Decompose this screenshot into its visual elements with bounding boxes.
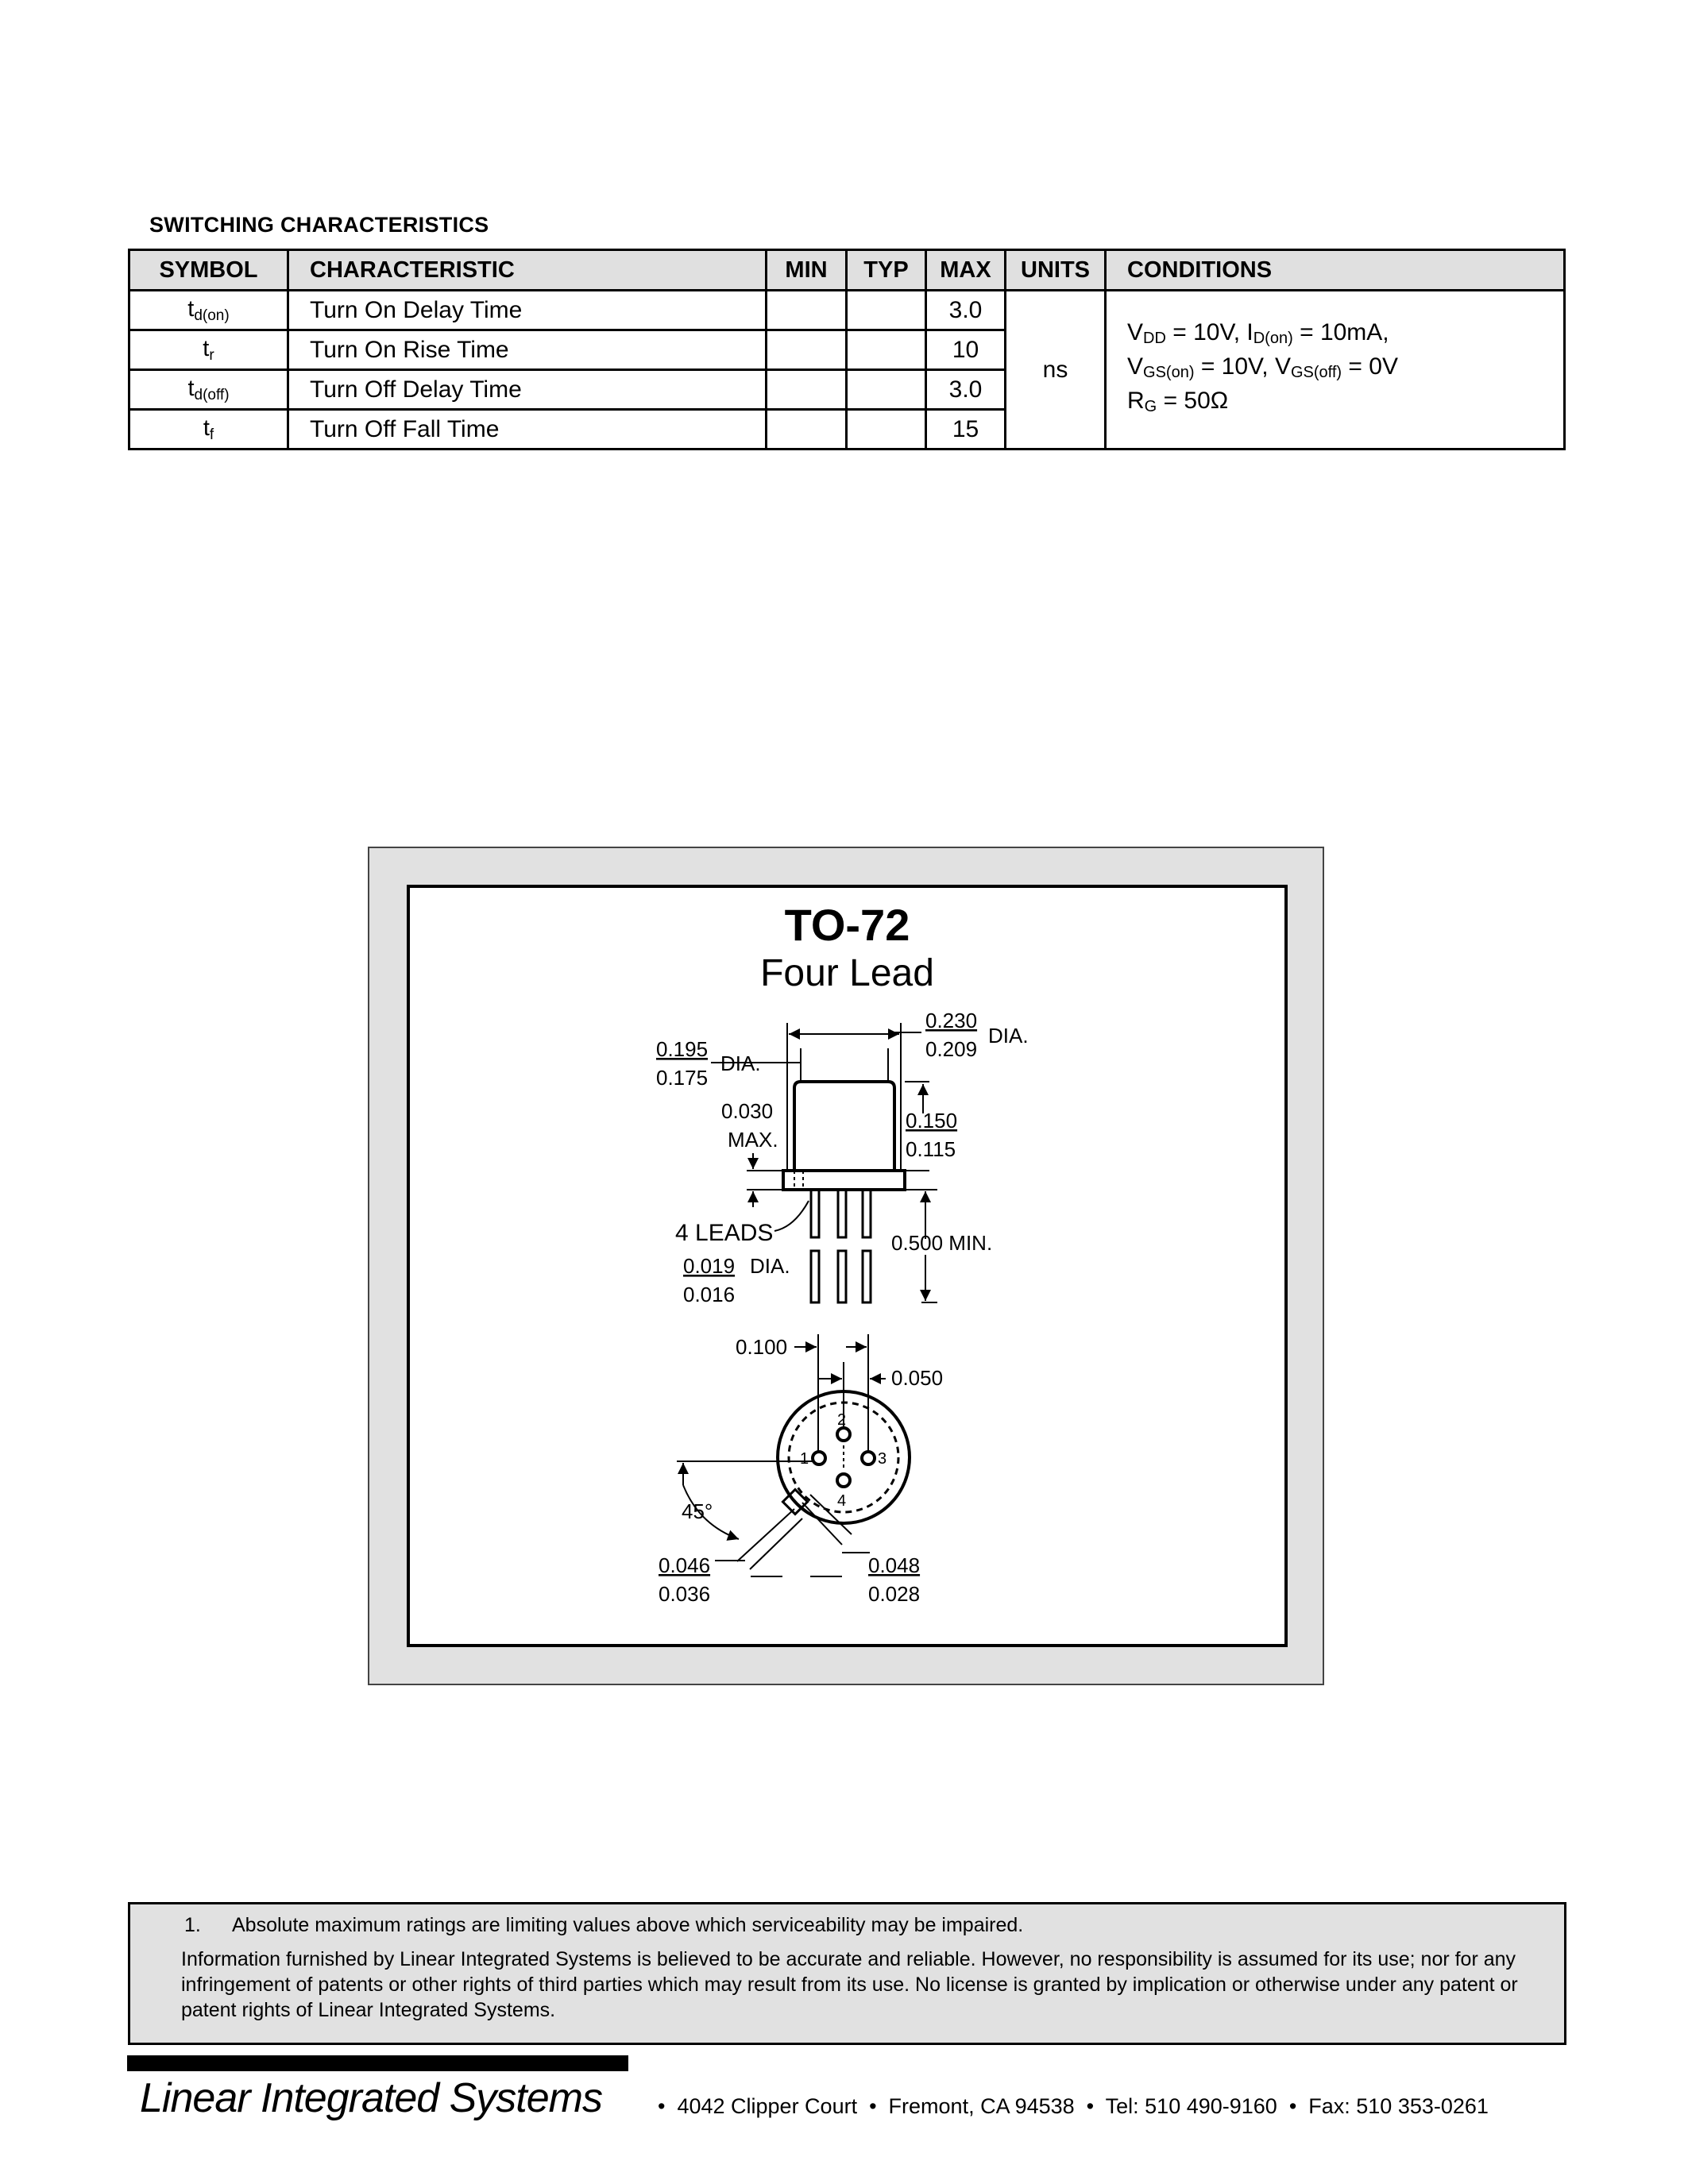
min-cell [765, 369, 848, 411]
pin-4-label: 4 [837, 1492, 846, 1510]
header-symbol: SYMBOL [128, 249, 289, 291]
dim-tab-right-bottom: 0.028 [868, 1582, 920, 1606]
package-leads [809, 1188, 872, 1304]
max-cell: 3.0 [925, 369, 1006, 411]
symbol-cell: tr [128, 329, 289, 371]
header-characteristic: CHARACTERISTIC [287, 249, 767, 291]
package-title: TO-72 [784, 900, 910, 950]
dim-tab-right-top: 0.048 [868, 1553, 920, 1577]
dim-cap-dia-bottom: 0.175 [656, 1066, 708, 1090]
dim-cap-dia-label: DIA. [720, 1051, 761, 1075]
dim-body-dia-top: 0.230 [925, 1009, 977, 1032]
table-row: td(on) Turn On Delay Time 3.0 ns VDD = 1… [128, 289, 1566, 450]
dim-flange-top: 0.030 [721, 1099, 773, 1123]
company-address: • 4042 Clipper Court • Fremont, CA 94538… [658, 2094, 1489, 2118]
symbol-cell: td(on) [128, 289, 289, 331]
company-name: Linear Integrated Systems [140, 2075, 603, 2121]
dim-cap-dia-top: 0.195 [656, 1037, 708, 1061]
table-row: tf Turn Off Fall Time 15 [128, 408, 1565, 450]
dim-height-bottom: 0.115 [906, 1137, 956, 1161]
symbol-cell: tf [128, 408, 289, 450]
dim-body-dia-bottom: 0.209 [925, 1037, 977, 1061]
min-cell [765, 329, 848, 371]
dim-tab-left-top: 0.046 [659, 1553, 710, 1577]
units-cell: ns [1004, 289, 1107, 450]
dim-lead-dia-bottom: 0.016 [683, 1283, 735, 1306]
max-cell: 15 [925, 408, 1006, 450]
notes-box: 1. Absolute maximum ratings are limiting… [128, 1902, 1566, 2045]
typ-cell [845, 289, 927, 331]
section-title: SWITCHING CHARACTERISTICS [149, 213, 489, 237]
symbol-cell: td(off) [128, 369, 289, 411]
bottom-view-dimensions [677, 1334, 886, 1577]
header-max: MAX [925, 249, 1006, 291]
characteristic-cell: Turn Off Fall Time [287, 408, 767, 450]
dim-lead-dia-label: DIA. [750, 1254, 790, 1278]
switching-characteristics-table: SYMBOL CHARACTERISTIC MIN TYP MAX UNITS … [128, 249, 1566, 450]
min-cell [765, 289, 848, 331]
dim-body-dia-label: DIA. [988, 1024, 1029, 1048]
dim-lead-dia-top: 0.019 [683, 1254, 735, 1278]
pin-3-label: 3 [878, 1450, 886, 1468]
conditions-line-3: RG = 50Ω [1127, 388, 1229, 415]
conditions-line-2: VGS(on) = 10V, VGS(off) = 0V [1127, 353, 1398, 381]
max-cell: 10 [925, 329, 1006, 371]
conditions-line-1: VDD = 10V, ID(on) = 10mA, [1127, 319, 1389, 347]
disclaimer-text: Information furnished by Linear Integrat… [181, 1948, 1518, 2021]
note-text: Absolute maximum ratings are limiting va… [232, 1914, 1024, 1936]
dimension-lines [711, 1023, 937, 1303]
dim-height-top: 0.150 [906, 1109, 957, 1133]
dim-angle: 45° [682, 1499, 713, 1523]
note-number: 1. [184, 1914, 201, 1936]
max-cell: 3.0 [925, 289, 1006, 331]
dim-tab-left-bottom: 0.036 [659, 1582, 710, 1606]
header-min: MIN [765, 249, 848, 291]
header-conditions: CONDITIONS [1104, 249, 1566, 291]
dim-flange-bottom: MAX. [728, 1128, 778, 1152]
dim-leads-label: 4 LEADS [675, 1220, 773, 1246]
table-row: tr Turn On Rise Time 10 [128, 329, 1565, 371]
characteristic-cell: Turn On Delay Time [287, 289, 767, 331]
header-units: UNITS [1004, 249, 1107, 291]
typ-cell [845, 329, 927, 371]
dim-spacing-050: 0.050 [891, 1366, 943, 1390]
pin-1-label: 1 [800, 1450, 809, 1468]
table-row: td(off) Turn Off Delay Time 3.0 [128, 369, 1565, 411]
characteristic-cell: Turn On Rise Time [287, 329, 767, 371]
dimension-labels: 0.230 0.209 DIA. 0.195 0.175 DIA. 0.030 … [656, 1009, 1029, 1606]
dim-spacing-100: 0.100 [736, 1335, 787, 1359]
typ-cell [845, 369, 927, 411]
package-side-view [782, 1080, 906, 1191]
min-cell [765, 408, 848, 450]
footer-rule [127, 2055, 628, 2071]
table-header-row: SYMBOL CHARACTERISTIC MIN TYP MAX UNITS … [128, 249, 1566, 291]
characteristic-cell: Turn Off Delay Time [287, 369, 767, 411]
header-typ: TYP [845, 249, 927, 291]
dim-lead-length: 0.500 MIN. [891, 1231, 992, 1255]
typ-cell [845, 408, 927, 450]
pin-2-label: 2 [837, 1411, 846, 1429]
package-subtitle: Four Lead [760, 952, 934, 994]
conditions-cell: VDD = 10V, ID(on) = 10mA, VGS(on) = 10V,… [1104, 289, 1566, 450]
